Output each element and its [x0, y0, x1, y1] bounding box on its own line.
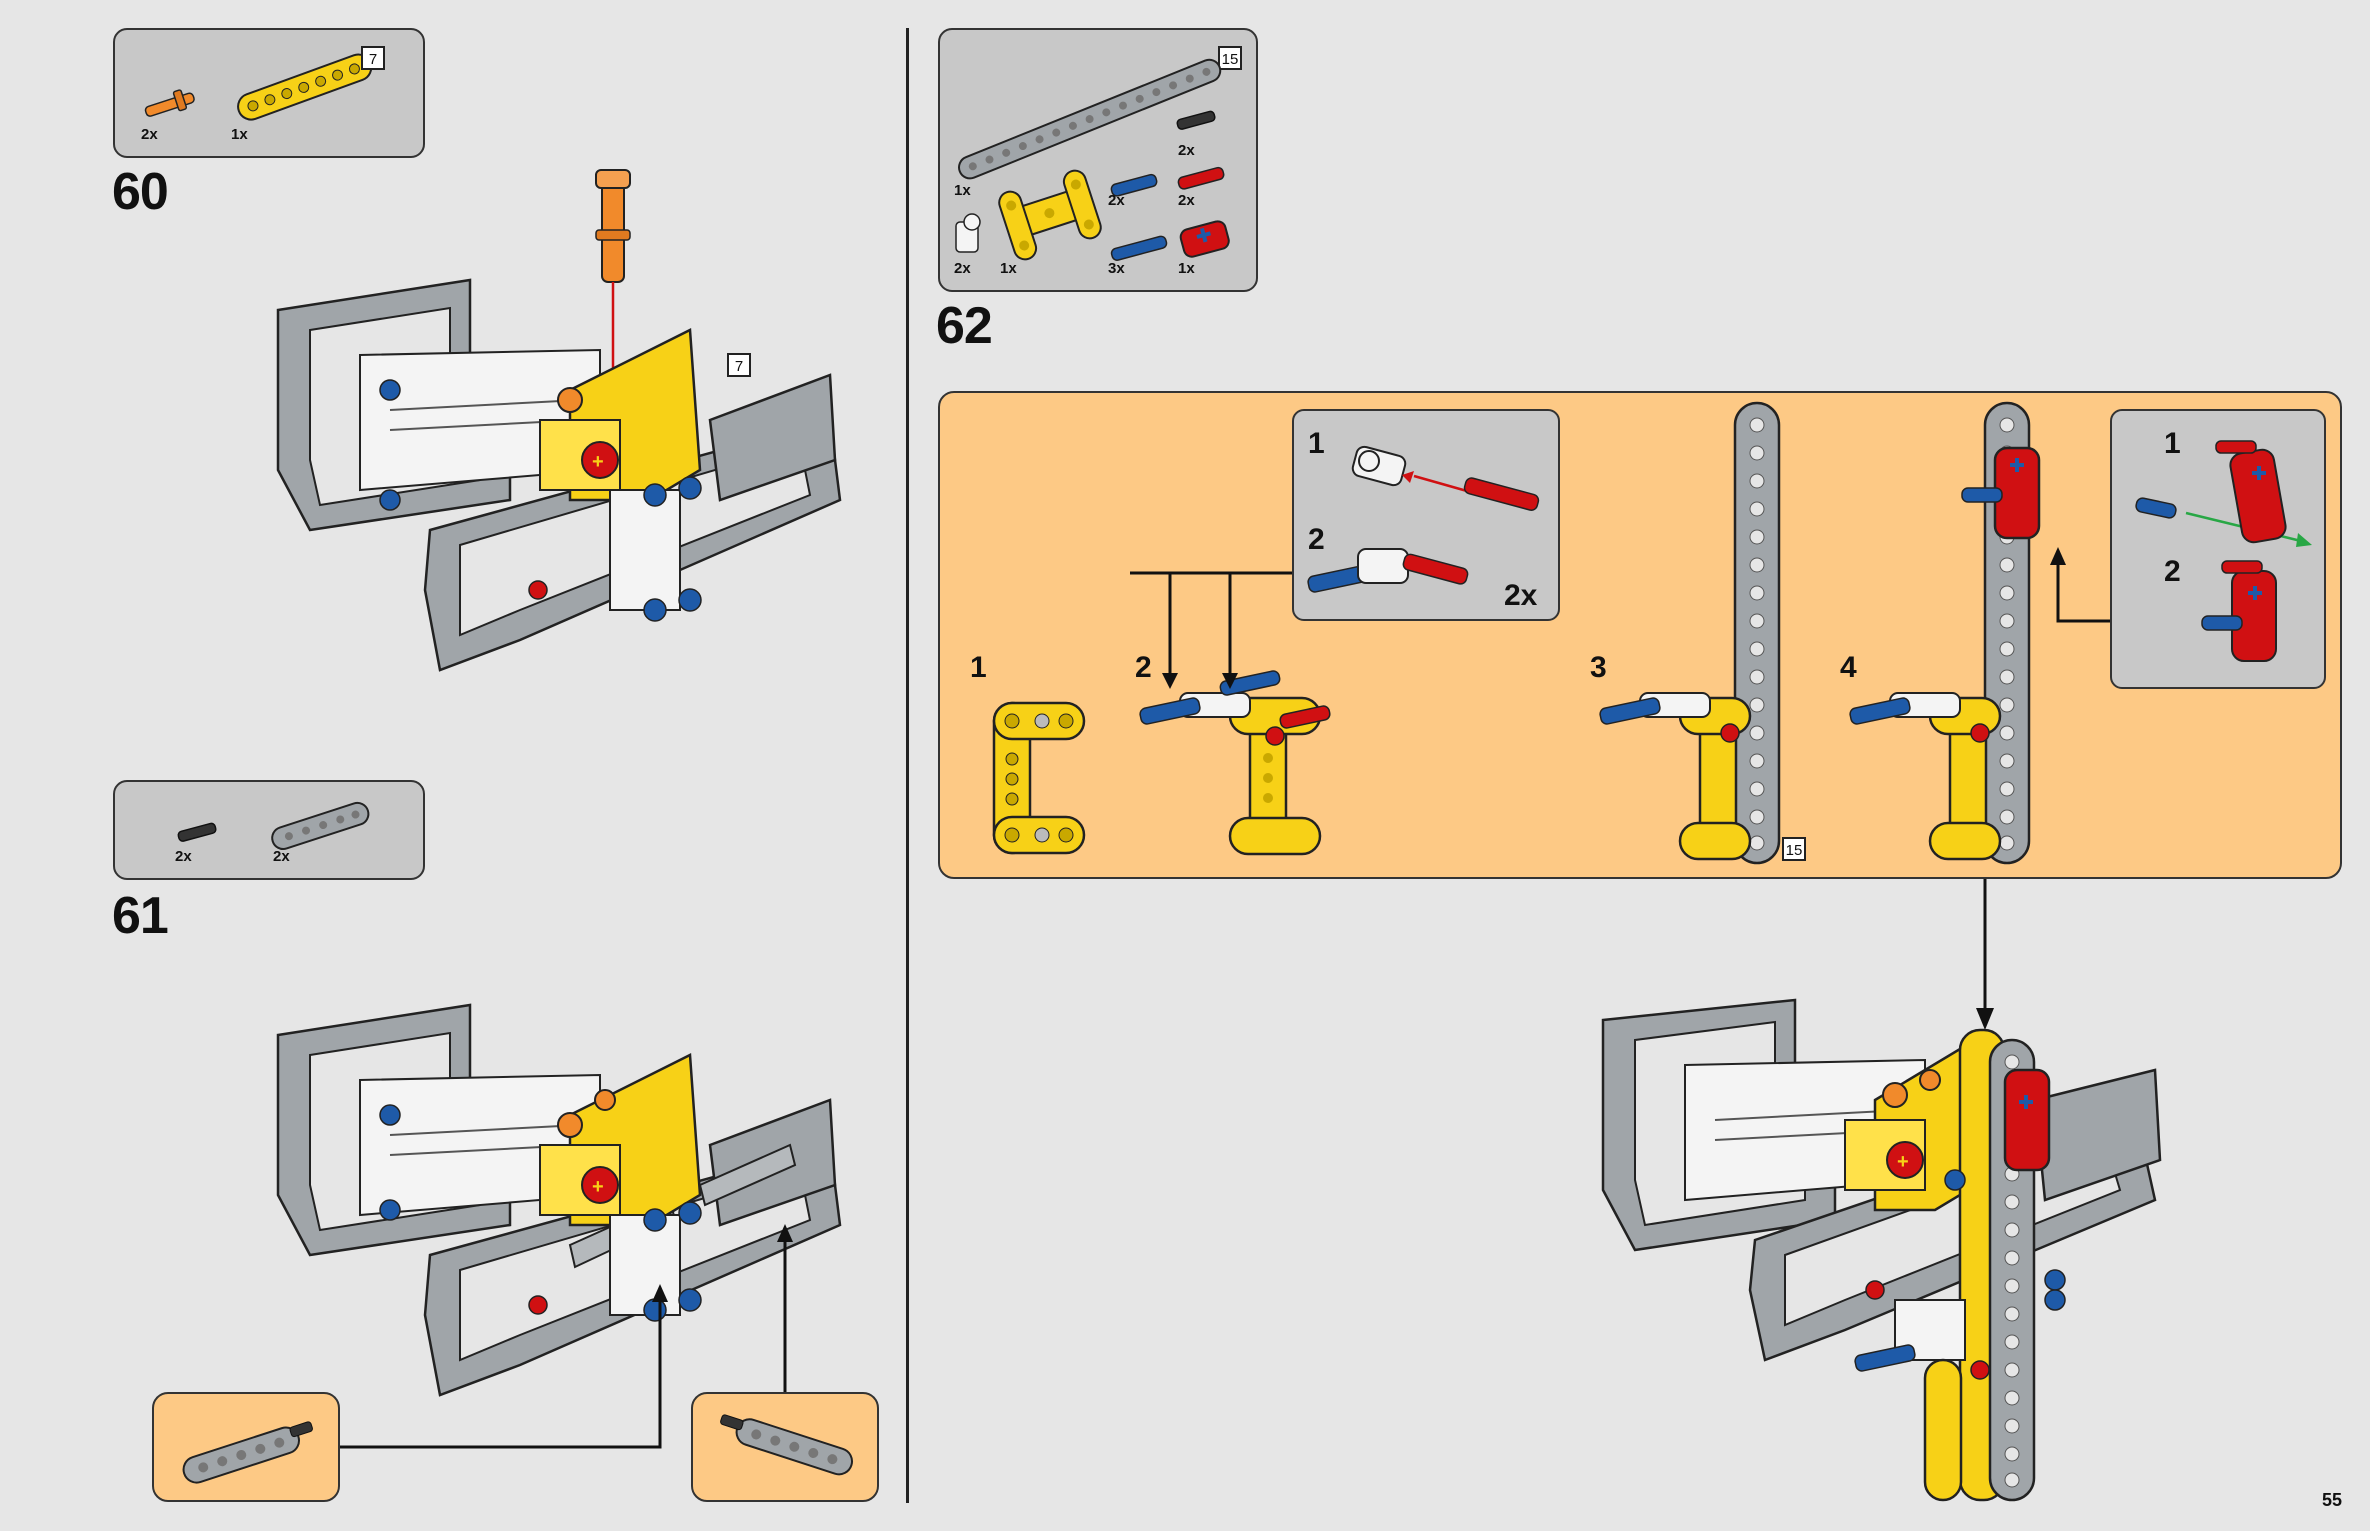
step62-callout-right: 1 2: [2110, 409, 2326, 689]
orange-pin-icon: [595, 169, 631, 283]
step61-callout-left: [152, 1392, 340, 1502]
callout-step-number: 2: [1308, 523, 1325, 556]
white-connector-blue-red-pins: [1307, 548, 1469, 593]
white-connector-red-pin: [1351, 445, 1540, 511]
yellow-h-frame-icon: [998, 169, 1102, 261]
substep-number: 1: [970, 651, 987, 684]
part-qty: 1x: [954, 182, 971, 199]
step60-parts-box: 2x 1x 7: [113, 28, 425, 158]
step61-parts-box: 2x 2x: [113, 780, 425, 880]
red-block-blue-pin: [2135, 440, 2312, 547]
part-qty: 2x: [1108, 192, 1125, 209]
length-tag: 7: [361, 46, 385, 70]
red-axle-pin-icon: [1177, 166, 1225, 190]
part-qty: 2x: [1178, 192, 1195, 209]
part-qty: 2x: [1178, 142, 1195, 159]
length-tag: 15: [1218, 46, 1242, 70]
callout-arrows: [1130, 571, 1292, 689]
gray-beam-icon: [720, 1414, 854, 1476]
step61-callout-right: [691, 1392, 879, 1502]
step-number-60: 60: [112, 163, 169, 221]
callout-step-number: 2: [2164, 555, 2181, 588]
black-pin-icon: [1176, 110, 1216, 130]
callout-multiplier: 2x: [1504, 579, 1538, 612]
part-qty: 1x: [231, 126, 248, 143]
yellow-beam-7-icon: [237, 53, 373, 121]
substep-number: 3: [1590, 651, 1607, 684]
step60-model: +: [276, 169, 842, 672]
part-qty: 3x: [1108, 260, 1125, 277]
page-divider: [906, 28, 909, 1503]
part-qty: 1x: [1000, 260, 1017, 277]
step-number-61: 61: [112, 887, 169, 945]
substep-number: 2: [1135, 651, 1152, 684]
step62-subassembly-panel: 1 2 3 4 1 2 2x: [938, 391, 2342, 879]
gray-beam-icon: [271, 801, 370, 851]
step62-parts-box: 15 1x 2x 1x 2x 3x: [938, 28, 1258, 292]
svg-text:+: +: [592, 451, 604, 473]
red-block-blue-pin-assembled: [2201, 560, 2277, 662]
blue-pin-icon: [1110, 173, 1158, 197]
gray-beam-15-icon: [958, 58, 1222, 180]
page-number: 55: [2321, 1490, 2342, 1510]
black-pin-icon: [177, 822, 217, 842]
red-cross-block-icon: [1179, 220, 1230, 258]
length-tag: 7: [727, 353, 751, 377]
callout-step-number: 1: [2164, 427, 2181, 460]
part-qty: 2x: [954, 260, 971, 277]
step62-callout-left: 1 2 2x: [1292, 409, 1560, 621]
svg-text:+: +: [592, 1176, 604, 1198]
substep-number: 4: [1840, 651, 1857, 684]
white-connector-icon: [955, 213, 981, 253]
orange-axle-pin-icon: [144, 89, 195, 117]
callout-arrow: [2050, 547, 2112, 623]
part-qty: 1x: [1178, 260, 1195, 277]
blue-axle-pin-icon: [1110, 235, 1168, 261]
part-qty: 2x: [141, 126, 158, 143]
part-qty: 2x: [175, 848, 192, 865]
step61-model: +: [276, 1003, 842, 1397]
step62-model: +: [1601, 998, 2162, 1502]
part-qty: 2x: [273, 848, 290, 865]
svg-text:+: +: [1897, 1151, 1909, 1173]
substep2-assembly: [1139, 670, 1331, 856]
yellow-h-frame-icon: [992, 701, 1086, 855]
gray-beam-icon: [182, 1421, 313, 1484]
callout-step-number: 1: [1308, 427, 1325, 460]
length-tag: 15: [1782, 837, 1806, 861]
substep3-assembly: [1599, 401, 1781, 865]
step-number-62: 62: [936, 297, 993, 355]
substep4-assembly: [1849, 401, 2041, 865]
